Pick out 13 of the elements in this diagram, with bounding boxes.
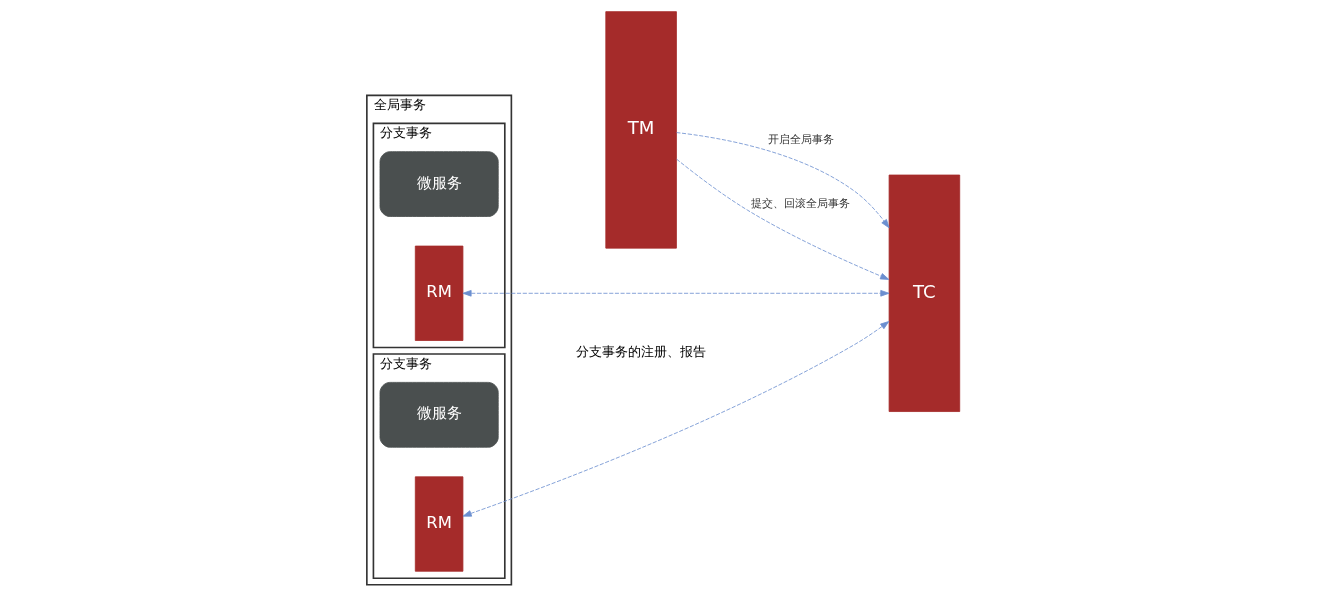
arrow — [462, 290, 889, 297]
arrow — [462, 321, 889, 517]
node-box: 微服务 — [379, 381, 499, 448]
edge-label: 开启全局事务 — [767, 132, 834, 147]
edge-label: 提交、回滚全局事务 — [750, 196, 850, 211]
node-box: TC — [888, 174, 960, 412]
node-box: 微服务 — [379, 151, 499, 217]
node-box: TM — [604, 11, 677, 249]
node-box: RM — [414, 476, 463, 572]
label: 分支事务的注册、报告 — [575, 344, 706, 360]
arrow — [675, 132, 889, 229]
node-box: RM — [414, 245, 463, 341]
arrow — [675, 158, 889, 280]
